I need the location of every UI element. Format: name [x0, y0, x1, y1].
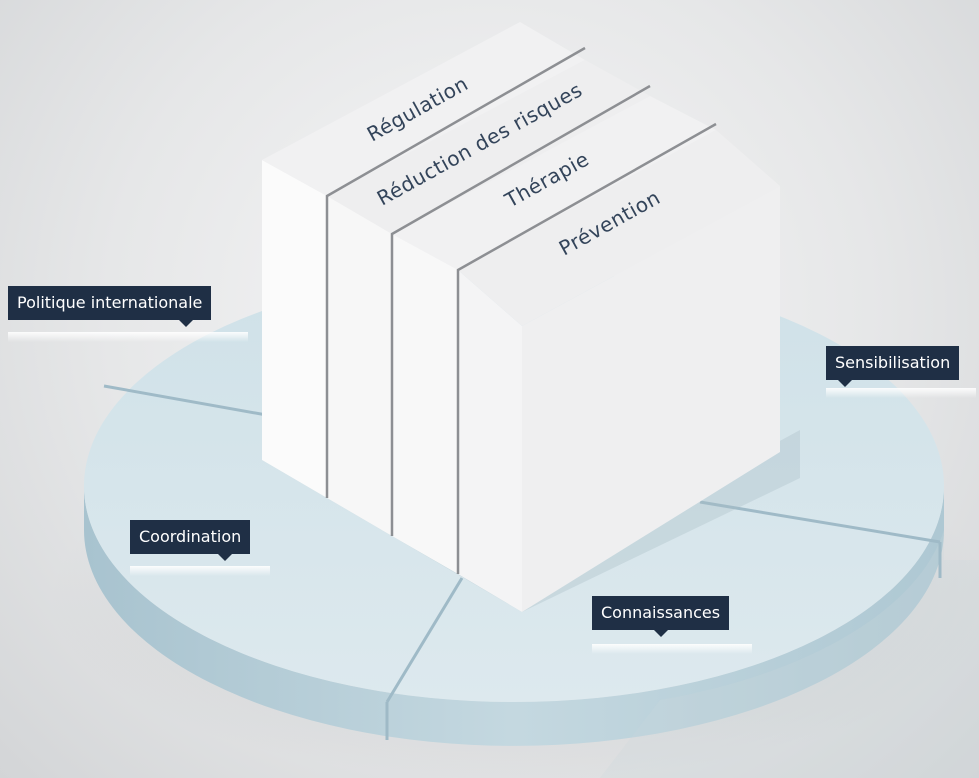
- pillar-cube: Régulation Réduction des risques Thérapi…: [262, 22, 780, 612]
- segment-tag-connaissances: Connaissances: [592, 596, 730, 637]
- segment-label: Sensibilisation: [835, 353, 951, 372]
- divider-left: [103, 384, 273, 418]
- segment-dividers: [103, 384, 942, 740]
- pillar-1-top: [262, 22, 585, 196]
- pillar-separator-3: [456, 122, 717, 574]
- pillar-1-front: [262, 160, 327, 498]
- pillar-2-top: [327, 60, 650, 234]
- pillar-3-top: [392, 96, 716, 270]
- segment-label: Coordination: [139, 527, 242, 546]
- disc-rim: [84, 486, 944, 746]
- tag-shadow: [826, 388, 976, 398]
- segment-label: Connaissances: [601, 603, 721, 622]
- divider-right: [699, 500, 941, 544]
- disc-rim-highlight: [600, 530, 979, 778]
- tag-shadow: [592, 644, 752, 654]
- segment-label: Politique internationale: [17, 293, 203, 312]
- tag-shadow: [130, 566, 270, 576]
- pillar-separator-2: [390, 84, 651, 536]
- pillar-4-top: [458, 130, 780, 326]
- tag-shadow: [8, 332, 248, 342]
- pillar-3-front: [392, 234, 458, 574]
- pillar-separator-1: [325, 46, 586, 498]
- segment-tag-politique: Politique internationale: [8, 286, 212, 327]
- pillar-2-front: [327, 196, 392, 536]
- pillar-4-front: [458, 270, 522, 612]
- segment-tag-coordination: Coordination: [130, 520, 251, 561]
- segment-tag-sensibilisation: Sensibilisation: [826, 346, 960, 387]
- cube-right-face: [522, 186, 780, 612]
- divider-bottom: [385, 577, 464, 703]
